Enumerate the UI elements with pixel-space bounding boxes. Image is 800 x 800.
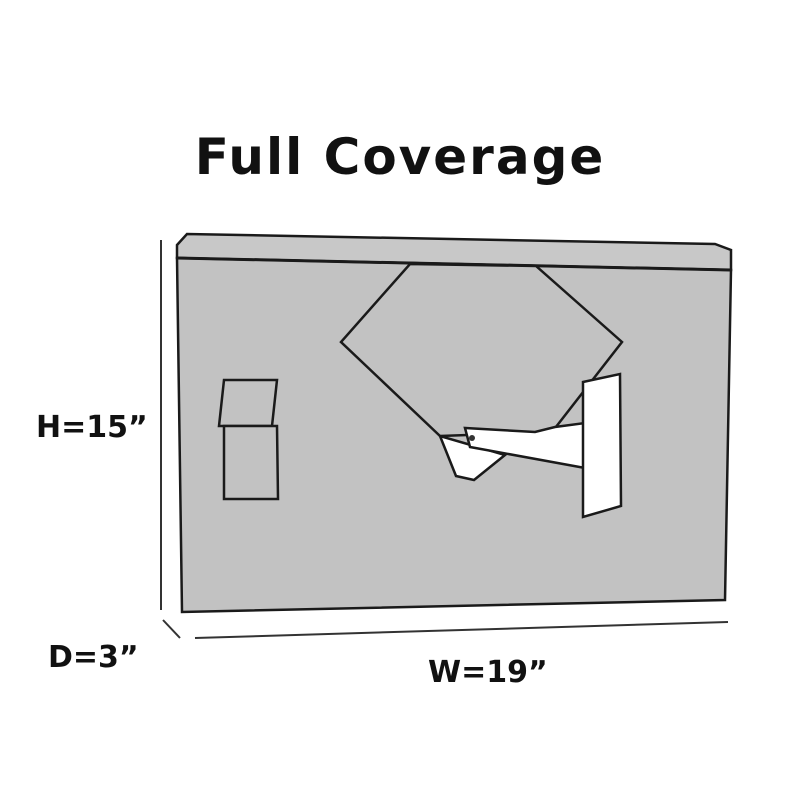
width-dimension-line	[194, 621, 729, 639]
depth-label: D=3”	[48, 640, 139, 675]
height-label: H=15”	[36, 410, 148, 445]
wall-mount-bracket	[437, 372, 623, 519]
diagram-title: Full Coverage	[194, 128, 606, 186]
width-label: W=19”	[428, 655, 548, 690]
depth-dimension-line	[162, 619, 181, 639]
label-pocket	[217, 378, 280, 501]
